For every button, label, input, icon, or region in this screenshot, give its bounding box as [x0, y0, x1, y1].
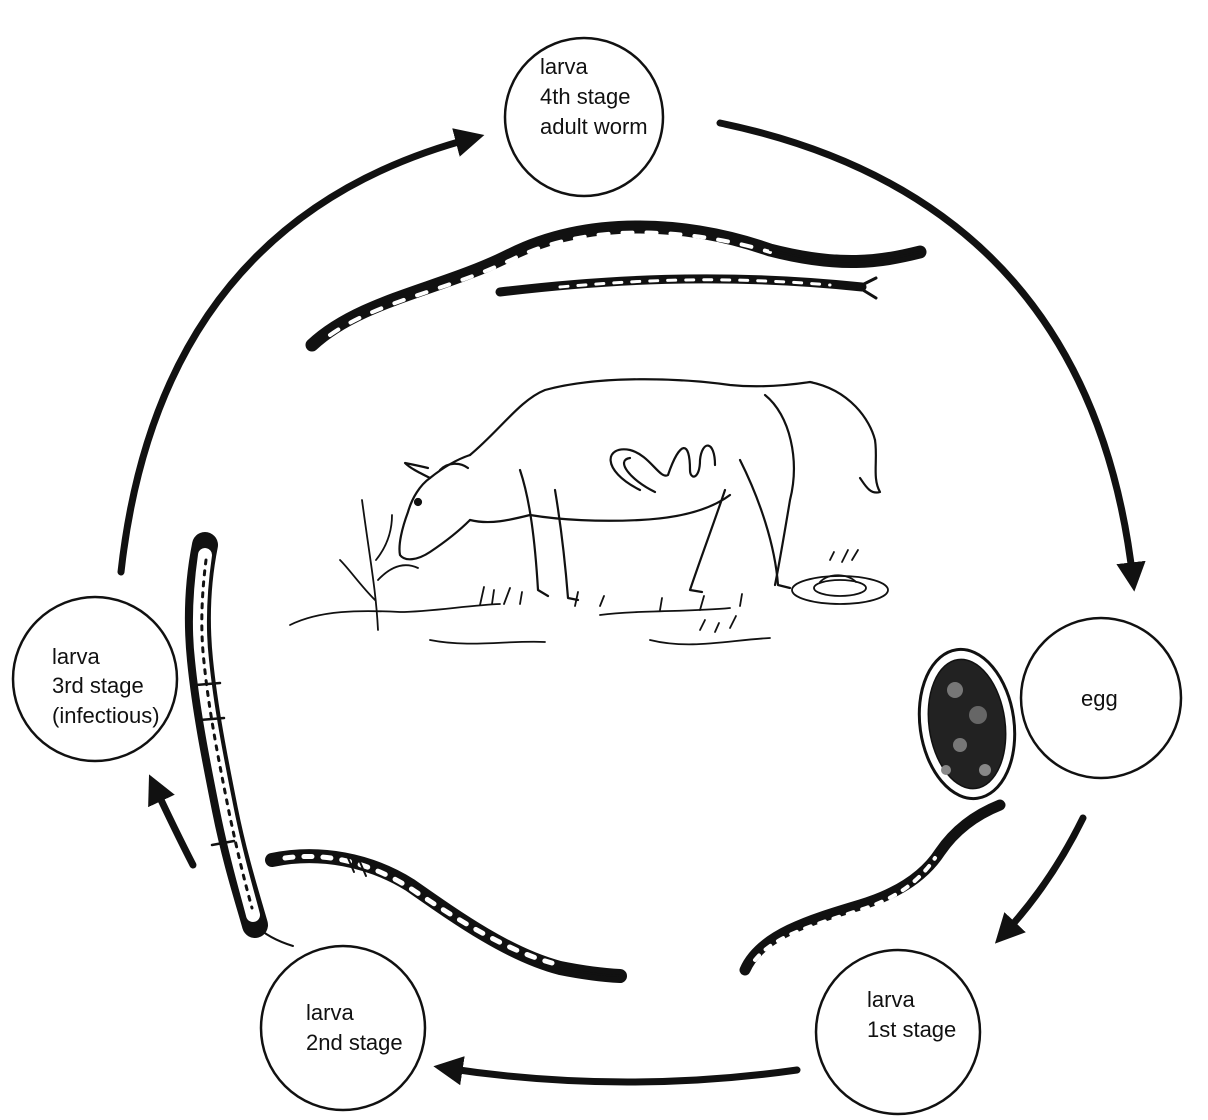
arrow-adult-to-egg	[720, 123, 1133, 580]
egg-illustration	[910, 643, 1024, 805]
third-stage-larva-illustration	[196, 545, 293, 946]
arrow-l1-to-l2	[445, 1068, 797, 1082]
arrow-l3-to-adult	[121, 138, 473, 572]
arrow-l2-to-l3	[154, 785, 193, 865]
stage-circle-l2	[261, 946, 425, 1110]
grazing-cow-illustration	[399, 379, 880, 600]
first-stage-larva-illustration	[745, 805, 1000, 970]
stage-label-egg: egg	[1081, 686, 1118, 711]
adult-worms-illustration	[312, 227, 920, 345]
arrow-egg-to-l1	[1003, 818, 1083, 935]
